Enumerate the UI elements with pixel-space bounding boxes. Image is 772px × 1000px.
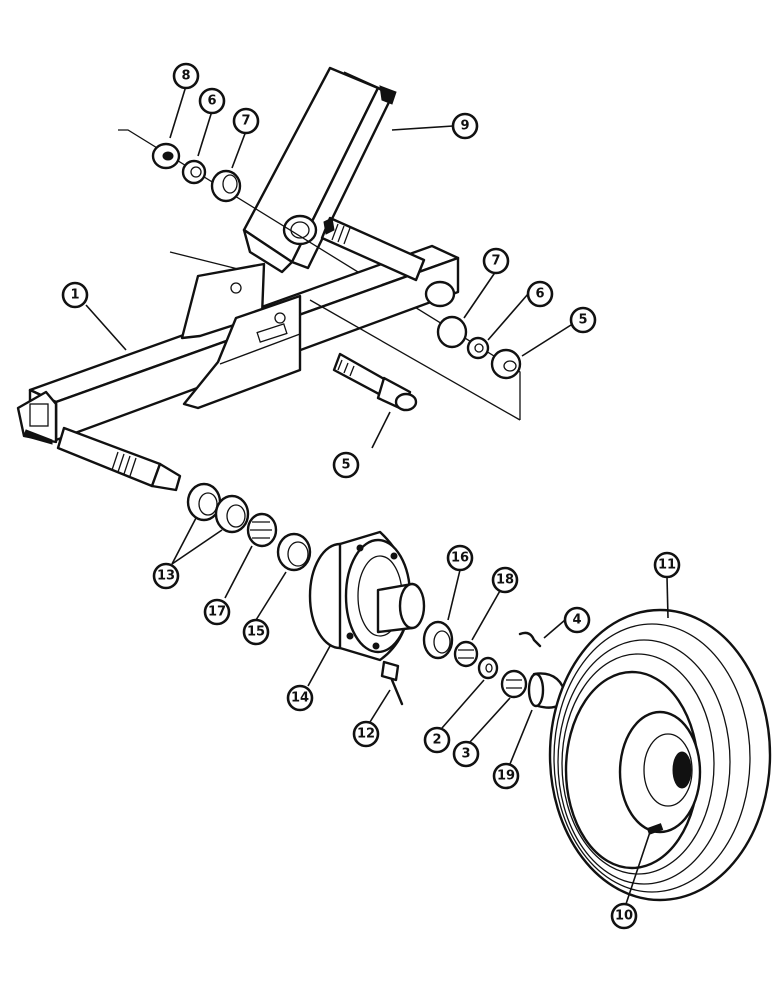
tongue-tube-part-9 (242, 66, 397, 274)
svg-text:11: 11 (658, 558, 676, 573)
callout-1: 1 (61, 281, 89, 309)
callout-11: 11 (653, 551, 681, 579)
callout-9: 9 (451, 112, 479, 140)
callout-6-upper: 6 (198, 87, 226, 115)
bearing-cone-part-18 (453, 640, 479, 668)
callout-10: 10 (610, 902, 638, 930)
rim-part-10 (618, 710, 702, 835)
wheel-bolt-part-12 (380, 660, 404, 706)
svg-text:16: 16 (451, 551, 469, 566)
callout-6-right: 6 (526, 280, 554, 308)
washer-part-2 (477, 656, 499, 680)
bearing-cup-part-15 (276, 532, 312, 572)
washer-part-7-right (436, 315, 468, 349)
svg-text:18: 18 (496, 573, 514, 588)
svg-text:12: 12 (357, 727, 375, 742)
callout-12: 12 (352, 720, 380, 748)
bushing-part-8-upper (151, 142, 181, 170)
svg-text:17: 17 (208, 605, 226, 620)
cap-part-5-right (490, 348, 522, 380)
callout-18: 18 (491, 566, 519, 594)
callout-13: 13 (152, 562, 180, 590)
leader-lines (85, 85, 669, 905)
left-spindle (56, 426, 182, 492)
svg-text:10: 10 (615, 909, 633, 924)
nut-part-6-upper (181, 159, 207, 185)
svg-text:4: 4 (572, 613, 581, 628)
callout-16: 16 (446, 544, 474, 572)
callout-8: 8 (172, 62, 200, 90)
callout-14: 14 (286, 684, 314, 712)
svg-text:8: 8 (181, 69, 190, 84)
svg-text:5: 5 (578, 313, 587, 328)
svg-text:13: 13 (157, 569, 175, 584)
pivot-bolt-part-5-lower (309, 299, 521, 421)
svg-text:9: 9 (460, 119, 469, 134)
hub-part-14 (308, 530, 426, 662)
svg-text:7: 7 (241, 114, 250, 129)
callout-7-right: 7 (482, 247, 510, 275)
pivot-centerline-upper (118, 129, 521, 420)
svg-text:19: 19 (497, 769, 515, 784)
mounting-brackets (180, 262, 302, 410)
callout-4: 4 (563, 606, 591, 634)
svg-text:2: 2 (432, 733, 441, 748)
callout-15: 15 (242, 618, 270, 646)
nut-part-6-right (466, 336, 490, 360)
svg-text:1: 1 (70, 288, 79, 303)
washer-part-7-upper (210, 169, 242, 203)
cotter-pin-part-4 (518, 631, 542, 648)
bearing-cone-part-17 (246, 512, 278, 548)
svg-text:7: 7 (491, 254, 500, 269)
bearing-cup-part-13-inner (214, 494, 250, 534)
callout-7-upper: 7 (232, 107, 260, 135)
right-spindle (320, 216, 426, 282)
callout-17: 17 (203, 598, 231, 626)
svg-text:5: 5 (341, 458, 350, 473)
callout-19: 19 (492, 762, 520, 790)
svg-text:6: 6 (207, 94, 216, 109)
svg-text:14: 14 (291, 691, 309, 706)
bearing-cup-part-16 (422, 620, 454, 660)
callout-5-right: 5 (569, 306, 597, 334)
castle-nut-part-3 (500, 669, 528, 699)
svg-text:6: 6 (535, 287, 544, 302)
callout-2: 2 (423, 726, 451, 754)
svg-text:15: 15 (247, 625, 265, 640)
callout-5-lower: 5 (332, 451, 360, 479)
callout-3: 3 (452, 740, 480, 768)
svg-text:3: 3 (461, 747, 470, 762)
